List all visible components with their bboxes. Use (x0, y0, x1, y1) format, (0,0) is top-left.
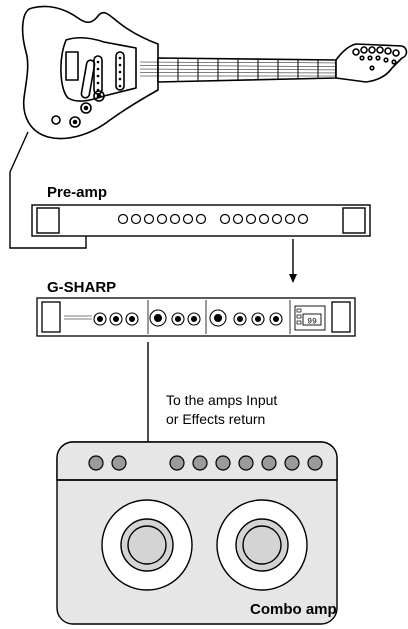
pickup-neck (115, 51, 125, 91)
guitar-body (21, 5, 159, 140)
pickup-bridge (80, 59, 96, 99)
preamp-label: Pre-amp (47, 184, 108, 201)
gsharp-display-readout: 99 (307, 318, 317, 327)
arrow-into-gsharp (289, 274, 297, 283)
preamp-chassis (31, 204, 371, 237)
guitar-knob-tone1 (80, 102, 92, 114)
gsharp-display-panel (294, 305, 326, 331)
gsharp-display (302, 313, 322, 326)
preamp-left-ear (36, 207, 60, 234)
combo-amplifier-icon (56, 441, 338, 625)
preamp-knobs (117, 213, 309, 225)
gsharp-rack-unit-icon (36, 297, 356, 337)
guitar-bridge (65, 51, 79, 81)
gsharp-label: G-SHARP (47, 279, 117, 296)
preamp-rack-unit-icon (31, 204, 371, 237)
guitar-pickguard (60, 37, 137, 102)
amp-input-note: To the amps Input or Effects return (166, 391, 277, 429)
guitar-knob-volume (93, 90, 105, 102)
guitar-knob-tone2 (69, 116, 81, 128)
electric-guitar-icon (21, 5, 408, 140)
preamp-right-ear (342, 207, 366, 234)
combo-speaker-right (216, 499, 308, 591)
gsharp-left-ear (41, 301, 61, 333)
gsharp-right-ear (331, 301, 351, 333)
guitar-tuners (352, 46, 400, 71)
guitar-output-jack (51, 115, 61, 125)
cable-guitar-to-preamp (9, 131, 87, 249)
combo-knobs (88, 455, 323, 471)
gsharp-knobs (93, 309, 283, 327)
amp-input-note-line1: To the amps Input (166, 392, 278, 408)
combo-amp-label: Combo amp (250, 601, 337, 618)
combo-speaker-left (101, 499, 193, 591)
amp-input-note-line2: or Effects return (166, 411, 266, 427)
